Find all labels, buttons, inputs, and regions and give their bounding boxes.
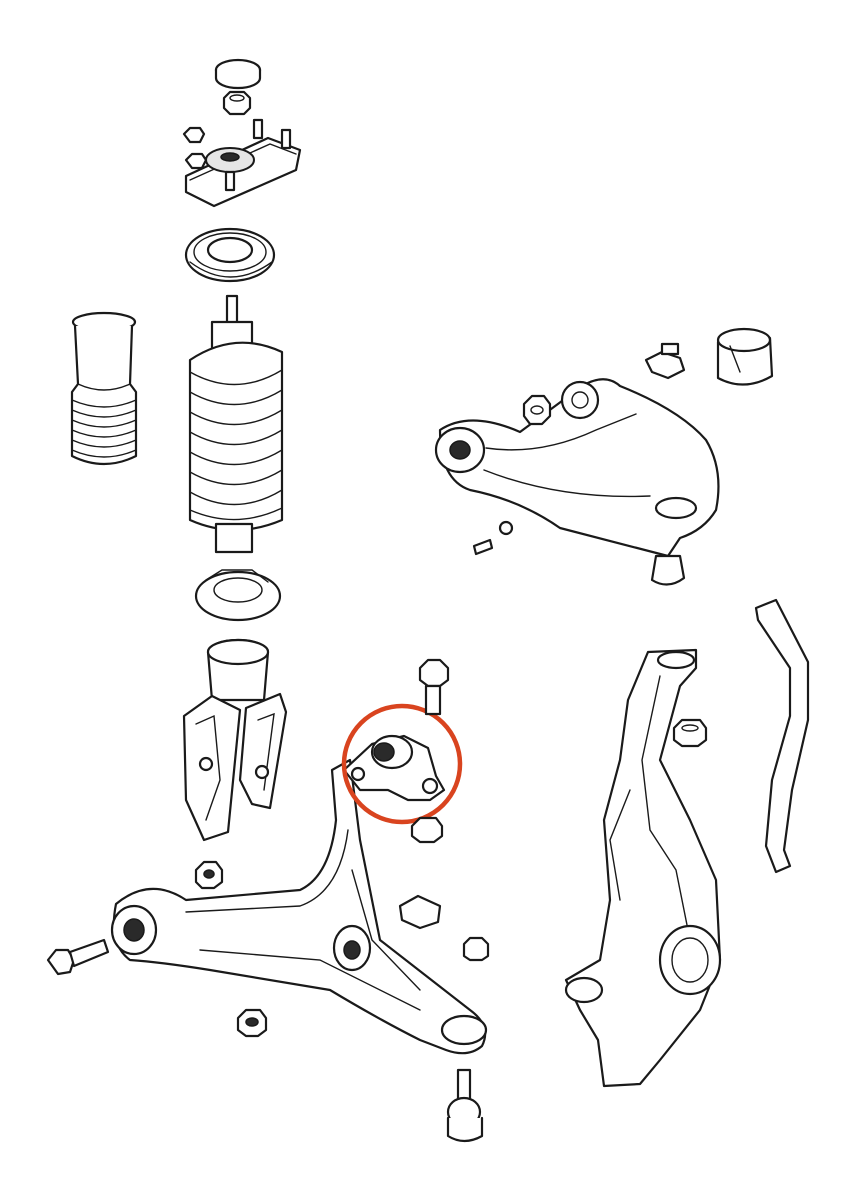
upper-arm-bolt: [644, 342, 686, 380]
steering-knuckle: [564, 648, 722, 1088]
strut-lower-clevis: [182, 638, 288, 842]
upper-arm-nut: [522, 394, 552, 426]
bushing-nut: [410, 816, 444, 844]
lower-control-arm: [110, 758, 488, 1055]
lower-ball-joint: [446, 1068, 484, 1143]
strut-dust-cap: [214, 58, 262, 90]
highlight-circle: [341, 703, 463, 825]
lower-arm-rear-bushing: [342, 734, 446, 802]
bushing-bolt: [418, 658, 450, 716]
lower-arm-nut-left: [194, 860, 224, 890]
strut-top-nut: [222, 90, 252, 116]
stabilizer-bracket: [754, 598, 810, 874]
ball-joint-stud-small: [472, 520, 514, 556]
upper-control-arm: [434, 378, 720, 586]
lower-arm-front-bolt: [46, 938, 110, 976]
upper-arm-bushing: [716, 327, 774, 386]
small-nut-right: [462, 936, 490, 962]
stabilizer-link-stud: [398, 894, 442, 930]
strut-dust-boot: [70, 311, 138, 466]
coil-spring-and-shock: [188, 294, 284, 554]
lower-arm-nut-bottom: [236, 1008, 268, 1038]
upper-spring-seat: [184, 227, 276, 283]
knuckle-nut: [672, 718, 708, 748]
upper-strut-mount: [182, 118, 302, 208]
lower-spring-isolator: [194, 569, 282, 622]
